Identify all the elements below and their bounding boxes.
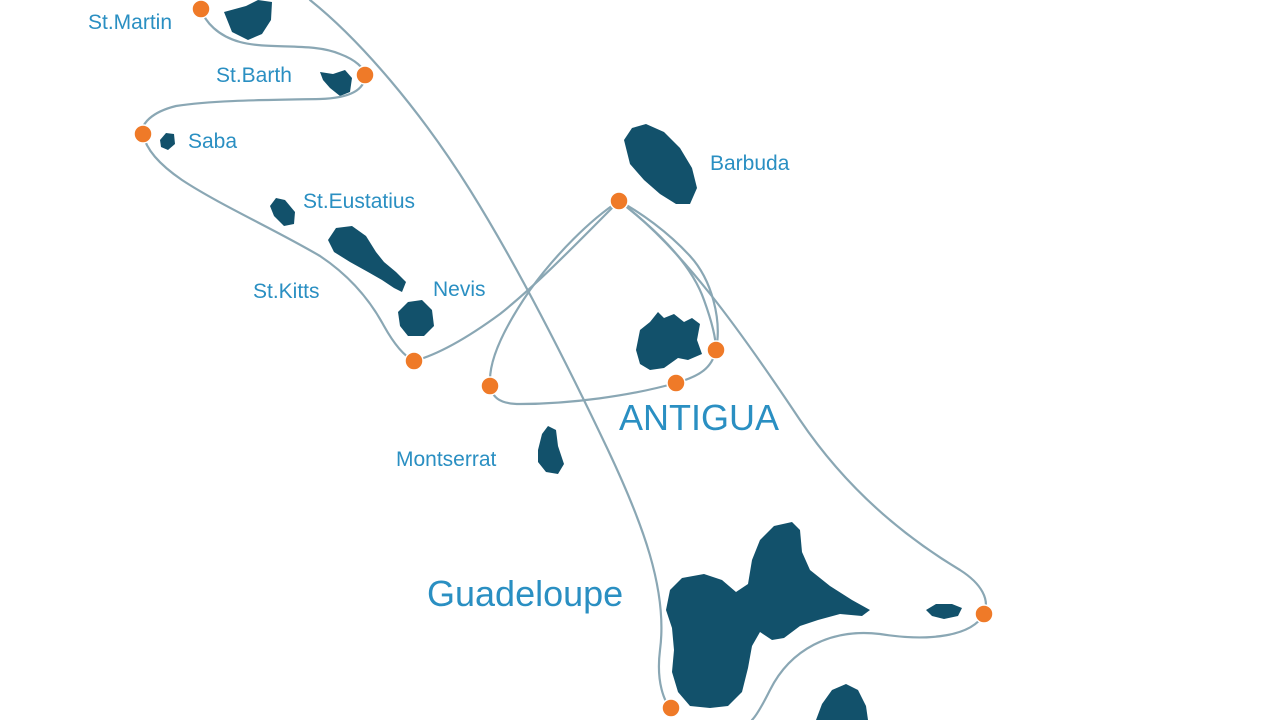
- label-st-barth: St.Barth: [216, 64, 292, 87]
- stop-nevis: [404, 351, 424, 371]
- label-antigua: ANTIGUA: [619, 397, 779, 438]
- stop-st-barth: [355, 65, 375, 85]
- stop-guadeloupe-south: [661, 698, 681, 718]
- island-nevis: [398, 300, 434, 336]
- route-saba-nevis: [141, 132, 416, 363]
- label-st-eustatius: St.Eustatius: [303, 190, 415, 213]
- place-labels: St.Martin St.Barth Saba St.Eustatius St.…: [88, 11, 790, 614]
- islands: [160, 0, 962, 720]
- island-la-desirade: [926, 604, 962, 619]
- label-st-kitts: St.Kitts: [253, 280, 320, 303]
- route-east-guadeloupe: [750, 612, 986, 720]
- label-saba: Saba: [188, 130, 237, 153]
- route-nevis-barbuda: [412, 199, 621, 363]
- label-st-martin: St.Martin: [88, 11, 172, 34]
- island-marie-galante: [816, 684, 868, 720]
- island-saba: [160, 133, 175, 150]
- route-st-barth-saba: [141, 73, 367, 136]
- route-barbuda-antigua-west: [488, 199, 678, 406]
- island-barbuda: [624, 124, 697, 204]
- island-guadeloupe: [666, 522, 870, 708]
- island-antigua: [636, 312, 702, 370]
- label-guadeloupe: Guadeloupe: [427, 573, 623, 614]
- port-stops: [133, 0, 994, 718]
- label-montserrat: Montserrat: [396, 448, 497, 471]
- route-st-martin-st-barth: [199, 7, 367, 77]
- label-barbuda: Barbuda: [710, 152, 790, 175]
- stop-antigua-south: [666, 373, 686, 393]
- island-st-barth: [320, 70, 352, 96]
- island-st-kitts: [328, 226, 406, 292]
- stop-st-martin: [191, 0, 211, 19]
- island-montserrat: [538, 426, 564, 474]
- stop-antigua-west: [480, 376, 500, 396]
- island-st-eustatius: [270, 198, 295, 226]
- stop-barbuda: [609, 191, 629, 211]
- label-nevis: Nevis: [433, 278, 486, 301]
- stop-antigua-east: [706, 340, 726, 360]
- route-barbuda-east: [617, 199, 987, 616]
- stop-la-desirade: [974, 604, 994, 624]
- route-antigua-east-loop: [617, 199, 719, 385]
- route-st-martin-to-guadeloupe: [308, 0, 674, 712]
- stop-saba: [133, 124, 153, 144]
- island-st-martin: [224, 0, 272, 40]
